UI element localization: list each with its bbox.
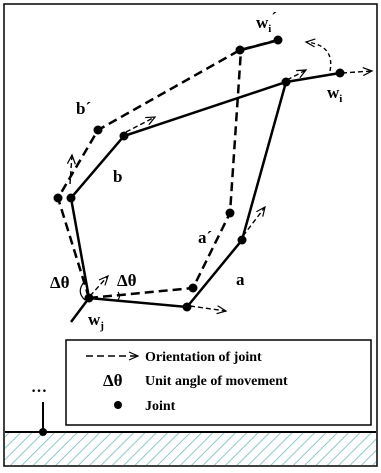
- legend-unit-angle-text: Unit angle of movement: [145, 374, 288, 389]
- legend-joint-text: Joint: [145, 399, 176, 414]
- joint: [225, 208, 235, 218]
- delta-theta-arc-mid: [117, 291, 121, 301]
- label-a: a: [236, 270, 245, 289]
- figure-border: [3, 3, 378, 467]
- joints: [53, 35, 345, 312]
- moved-chain-dashed: [56, 38, 279, 299]
- orientation-arrow: [286, 69, 308, 81]
- joint: [188, 283, 198, 293]
- orientation-arrow: [341, 67, 374, 77]
- current-chain-right-solid: [88, 81, 288, 309]
- label-wj: wj: [88, 310, 104, 332]
- joint: [84, 293, 94, 303]
- legend-orientation-text: Orientation of joint: [145, 350, 262, 365]
- legend-box: [65, 339, 372, 426]
- joint: [237, 235, 247, 245]
- base-joint: [39, 428, 47, 436]
- orientation-arrow: [242, 205, 266, 237]
- ellipsis: …: [31, 379, 47, 396]
- ground-hatch: [5, 432, 376, 465]
- label-b-prime: b´: [76, 99, 91, 118]
- legend: Orientation of joint Δθ Unit angle of mo…: [65, 339, 372, 426]
- moved-end-link: [240, 38, 280, 52]
- joint: [66, 193, 76, 203]
- joint: [235, 45, 245, 55]
- legend-unit-angle-symbol: Δθ: [103, 371, 123, 390]
- joint: [119, 131, 129, 141]
- orientation-arrow: [125, 116, 157, 133]
- label-a-prime: a´: [198, 228, 212, 247]
- label-wi-prime: wi´: [256, 9, 277, 35]
- joint: [182, 302, 192, 312]
- rotation-arrow: [304, 38, 332, 72]
- delta-theta-arc-left: [79, 281, 86, 301]
- base-link: [70, 297, 90, 323]
- orientation-arrow: [89, 274, 109, 297]
- joint: [53, 193, 63, 203]
- label-wi: wi: [327, 83, 342, 105]
- joint: [93, 125, 103, 135]
- joint: [281, 77, 291, 87]
- label-delta-theta-mid: Δθ: [117, 271, 137, 290]
- moved-chain-right-dashed: [88, 49, 243, 300]
- joint: [273, 35, 283, 45]
- joint: [335, 68, 345, 78]
- legend-joint-swatch: [114, 401, 122, 409]
- orientation-arrow: [66, 153, 76, 185]
- orientation-arrow: [189, 305, 228, 315]
- label-b: b: [113, 167, 122, 186]
- label-delta-theta-left: Δθ: [50, 273, 70, 292]
